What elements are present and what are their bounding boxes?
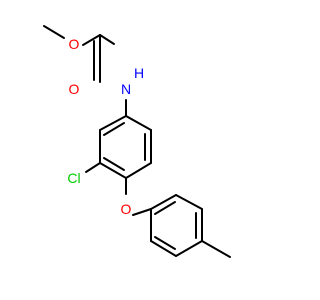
hydrogen-label: H bbox=[134, 65, 144, 81]
ring2-bond-a-inner bbox=[154, 201, 176, 215]
bond-methyl-methoxy-o bbox=[43, 25, 65, 39]
nitrogen-label: N bbox=[121, 81, 131, 97]
carbonyl-oxygen-label: O bbox=[69, 81, 80, 97]
ring1-bond-c bbox=[125, 162, 152, 179]
ring1-bond-f bbox=[99, 115, 127, 131]
ring1-bond-d bbox=[99, 162, 127, 179]
carbamate-group bbox=[43, 25, 127, 117]
bond-carbonyl-c-n bbox=[99, 34, 115, 45]
molecule-canvas: O O N H Cl O bbox=[43, 25, 231, 258]
ring2-bond-e-inner bbox=[154, 236, 176, 250]
ring2-bond-d bbox=[175, 240, 203, 257]
ring2-bond-e bbox=[150, 240, 177, 257]
bond-ring2-methyl bbox=[201, 240, 231, 258]
ring1-bond-d-inner bbox=[103, 157, 125, 171]
structure-diagram: O O N H Cl O bbox=[43, 25, 231, 258]
methoxy-oxygen-label: O bbox=[69, 36, 80, 52]
chlorophenyl-ring bbox=[85, 115, 152, 195]
bond-methoxy-o-carbonyl-c bbox=[82, 34, 101, 46]
ring2-bond-b bbox=[175, 194, 203, 210]
ether-oxygen-label: O bbox=[121, 201, 132, 217]
bond-ether-o-ring2 bbox=[132, 208, 152, 216]
bond-ring-cl bbox=[85, 162, 101, 173]
chlorine-label: Cl bbox=[67, 170, 80, 186]
ring1-bond-a bbox=[125, 115, 152, 131]
ring2-bond-a bbox=[150, 194, 177, 210]
ring1-bond-f-inner bbox=[103, 122, 125, 136]
tolyl-ring bbox=[150, 194, 231, 258]
